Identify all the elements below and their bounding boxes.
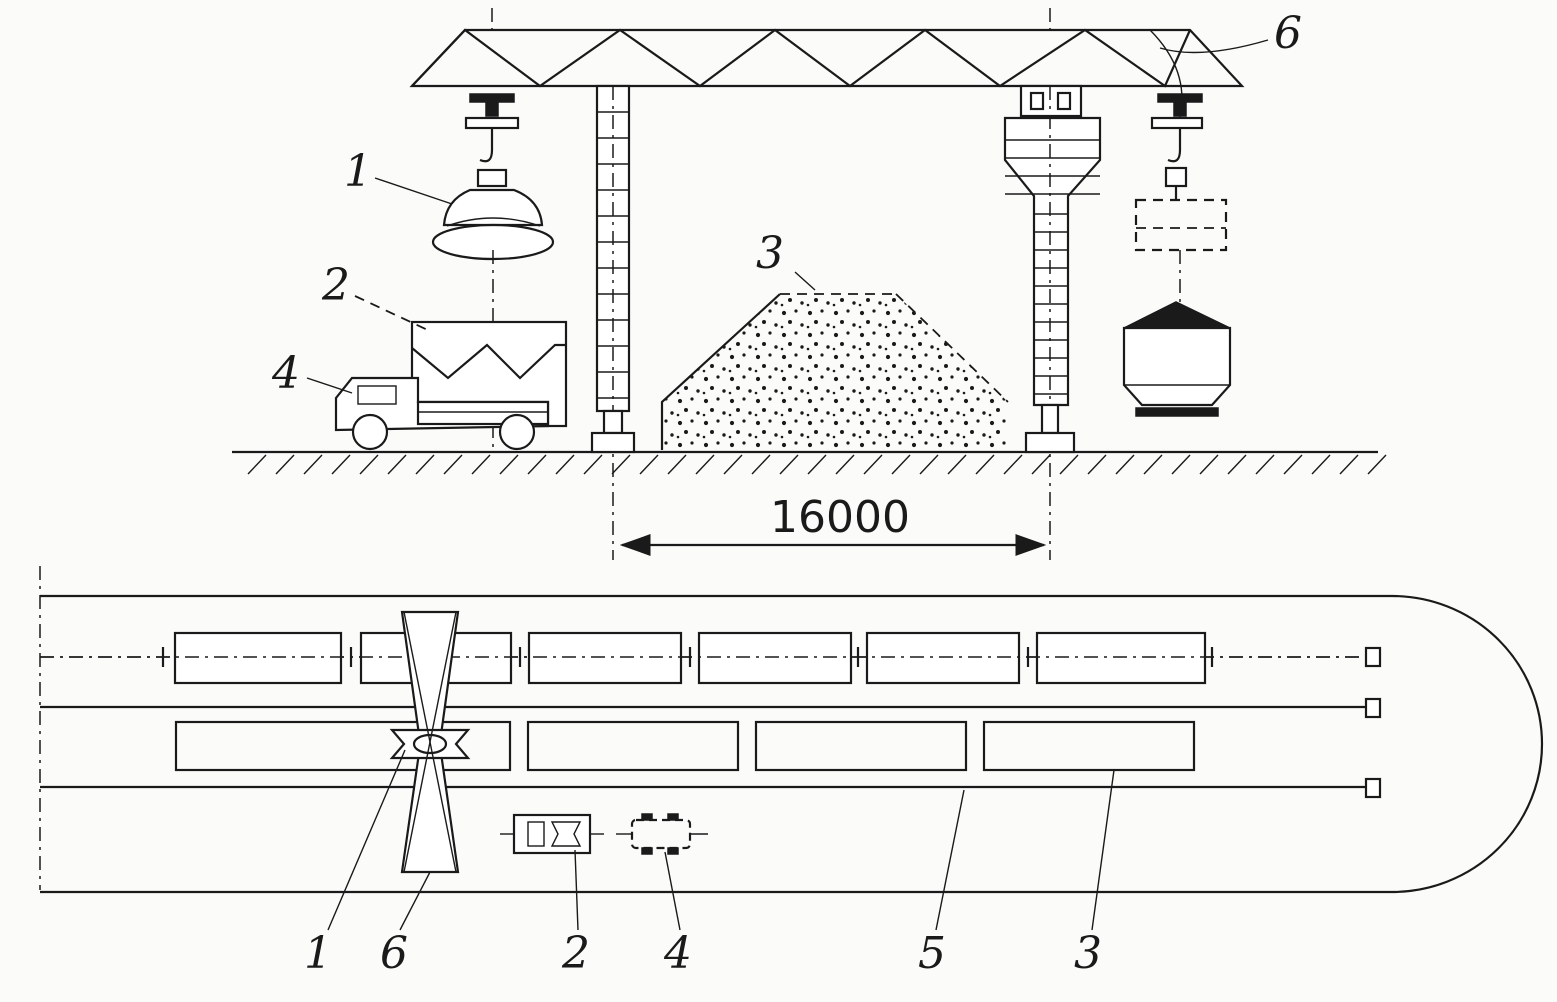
gantry-leg-right [1003,84,1102,560]
label-magnet-grab: 1 [344,146,372,197]
plan-hopper [500,813,604,855]
plan-label-rail-track: 5 [918,928,946,979]
gantry-leg-left [590,84,636,560]
label-stockpile: 3 [756,228,784,279]
truck-4 [334,376,550,451]
gantry-bridge-truss [409,8,1245,88]
ground-line [232,450,1387,475]
span-dimension: 16000 [619,492,1047,556]
rail-end-stops [1364,646,1382,799]
magnet-grab-1 [431,168,555,452]
hoist-left [464,93,520,163]
elevation-view: 1 2 4 3 [232,8,1387,560]
stockpile-3 [660,293,1009,450]
plan-label-truck: 4 [663,928,692,979]
container-bucket [1122,301,1232,417]
hoist-right [1134,93,1228,320]
label-hopper: 2 [321,260,350,311]
wagon-row [40,631,1360,685]
plan-stockpiles [174,720,1196,772]
plan-view: 1 6 2 4 5 3 [39,566,1544,979]
label-truck: 4 [271,348,300,399]
track-loop [40,594,1544,894]
plan-gantry-crane [389,610,471,874]
plan-label-stockpile: 3 [1074,928,1102,979]
plan-label-magnet-grab: 1 [304,928,332,979]
plan-truck [616,813,708,855]
label-gantry-crane: 6 [1274,8,1302,59]
plan-leader-lines [327,749,1115,931]
plan-label-gantry-crane: 6 [380,928,408,979]
plan-label-hopper: 2 [561,928,590,979]
dimension-label: 16000 [770,492,910,543]
